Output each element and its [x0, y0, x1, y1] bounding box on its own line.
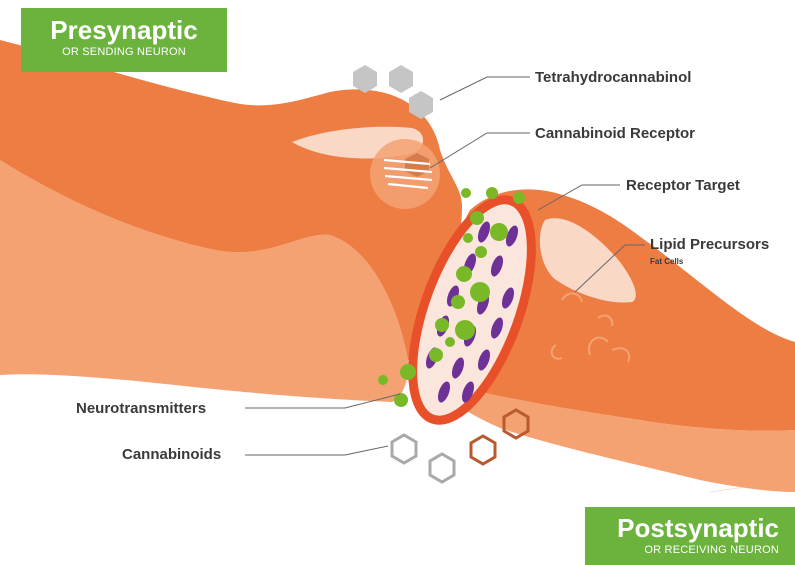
presynaptic-subtitle: OR SENDING NEURON: [21, 45, 227, 59]
receptor-target-label: Receptor Target: [626, 177, 740, 194]
cannabinoids-leader-line: [245, 446, 388, 455]
thc-molecule: [353, 65, 377, 93]
receptor-label: Cannabinoid Receptor: [535, 125, 695, 142]
neurotransmitter: [451, 295, 465, 309]
neurotransmitter: [470, 282, 490, 302]
thc-molecule: [389, 65, 413, 93]
postsynaptic-badge: Postsynaptic OR RECEIVING NEURON: [585, 507, 795, 565]
neurotransmitter: [486, 187, 498, 199]
neurotransmitter: [435, 318, 449, 332]
neurotransmitter: [461, 188, 471, 198]
receptor-disc: [370, 139, 440, 209]
neurotransmitter: [378, 375, 388, 385]
presynaptic-badge: Presynaptic OR SENDING NEURON: [21, 8, 227, 72]
neurotransmitter: [456, 266, 472, 282]
neurotransmitters-label: Neurotransmitters: [76, 400, 206, 417]
neurotransmitter: [429, 348, 443, 362]
thc-leader-line: [440, 77, 530, 100]
neurotransmitter: [455, 320, 475, 340]
lipid-precursors-label: Lipid Precursors: [650, 236, 769, 253]
postsynaptic-title: Postsynaptic: [585, 513, 779, 543]
presynaptic-title: Presynaptic: [21, 15, 227, 45]
neurotransmitter: [490, 223, 508, 241]
cannabinoid-molecule: [392, 435, 416, 463]
neurotransmitter: [445, 337, 455, 347]
fat-cells-label: Fat Cells: [650, 257, 684, 266]
cannabinoids-label: Cannabinoids: [122, 446, 221, 463]
thc-label: Tetrahydrocannabinol: [535, 69, 691, 86]
neurotransmitter: [400, 364, 416, 380]
postsynaptic-subtitle: OR RECEIVING NEURON: [585, 543, 779, 557]
cannabinoid-receptor: [370, 139, 440, 209]
cannabinoid-molecule: [430, 454, 454, 482]
neurotransmitter: [470, 211, 484, 225]
neurotransmitter: [475, 246, 487, 258]
cannabinoid-molecule: [471, 436, 495, 464]
presynaptic-neuron: [0, 40, 462, 402]
receptor-leader-line: [430, 133, 530, 168]
neurotransmitter: [513, 192, 525, 204]
neurotransmitter: [463, 233, 473, 243]
